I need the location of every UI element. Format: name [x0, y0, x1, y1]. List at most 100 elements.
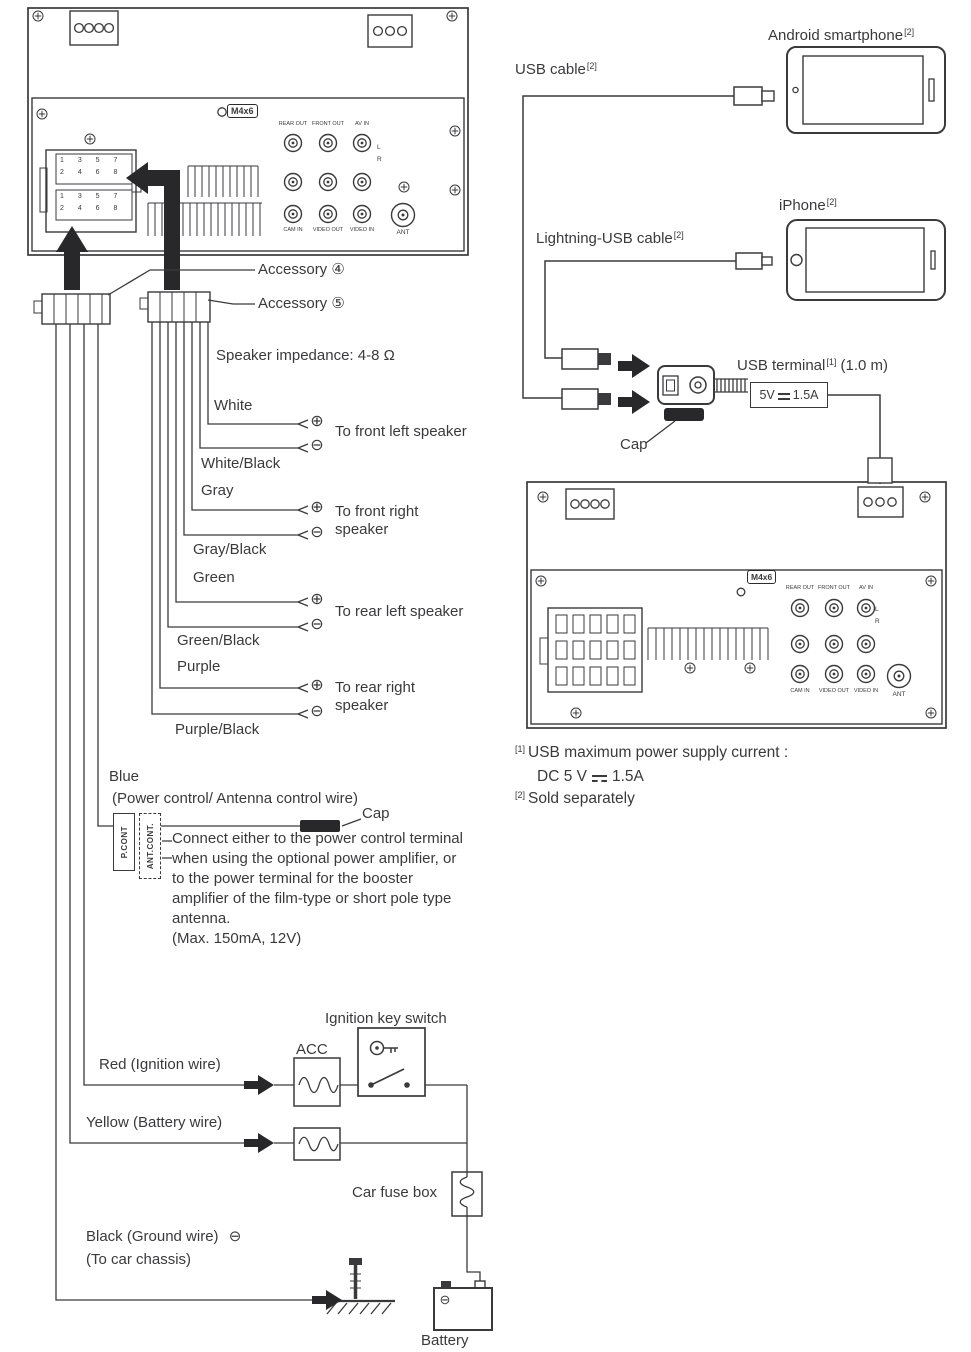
- screw-icon: [925, 707, 937, 719]
- jack-label-rear-out: REAR OUT: [785, 585, 815, 591]
- usb-cable-line: [522, 95, 734, 399]
- speaker-wires: [151, 322, 309, 719]
- cap-blue: [300, 820, 340, 832]
- ribbed-cable: [714, 378, 748, 393]
- screw-icon: [398, 181, 410, 193]
- arrow-right-icon: [312, 1290, 342, 1310]
- battery: [433, 1280, 493, 1331]
- footnote-1-dc: DC 5 V: [537, 768, 587, 785]
- cap-right: [664, 408, 704, 421]
- usb-terminal-label: USB terminal[1] (1.0 m): [737, 357, 888, 375]
- battery-label: Battery: [421, 1332, 469, 1349]
- connection-arrows: [244, 354, 650, 1310]
- top-connector-left: [565, 488, 615, 520]
- ignition-key-switch: [357, 1027, 426, 1097]
- usb-plug-android: [733, 86, 775, 106]
- usb-terminal-device: [657, 365, 748, 405]
- footnote-1: [1]USB maximum power supply current :: [515, 744, 788, 763]
- cap-blue-label: Cap: [362, 805, 390, 822]
- android-phone: [786, 46, 946, 134]
- jack-label-cam-in: CAM IN: [790, 688, 810, 694]
- speaker-target-rear-left: To rear left speaker: [335, 603, 464, 620]
- accessory-connector-4: [33, 293, 111, 325]
- pin-numbers: 2 4 6 8: [60, 205, 124, 212]
- usb-terminal-text: USB terminal: [737, 357, 826, 374]
- insert-arrows: [56, 162, 180, 290]
- arrow-right-icon: [244, 1075, 274, 1095]
- channel-label-left: L: [875, 606, 879, 613]
- wire-label-gray: Gray: [201, 482, 234, 499]
- ant-cont-terminal: ANT.CONT.: [139, 813, 161, 879]
- jack-label-av-in: AV IN: [859, 585, 873, 591]
- usb-cable-text: USB cable: [515, 61, 586, 78]
- m4x6-screw-hole: [736, 587, 746, 597]
- arrow-right-icon: [618, 354, 650, 378]
- top-connector-right: [857, 486, 904, 518]
- minus-terminal-icon: ⊖: [310, 524, 324, 541]
- m4x6-label: M4x6: [227, 104, 258, 118]
- jack-label-ant: ANT: [892, 691, 906, 698]
- battery-fuse: [293, 1127, 341, 1161]
- iphone-text: iPhone: [779, 197, 826, 214]
- jack-label-video-out: VIDEO OUT: [312, 227, 344, 233]
- plus-terminal-icon: ⊕: [310, 413, 324, 430]
- minus-terminal-icon: ⊖: [310, 437, 324, 454]
- jack-label-video-in: VIDEO IN: [853, 688, 879, 694]
- jack-label-front-out: FRONT OUT: [818, 585, 850, 591]
- m4x6-screw-hole: [217, 107, 227, 117]
- usb-output-volts: 5V: [759, 388, 775, 402]
- car-fuse-box-label: Car fuse box: [352, 1184, 438, 1201]
- chassis-label: (To car chassis): [86, 1251, 192, 1268]
- chassis-ground: [326, 1258, 395, 1315]
- black-wire-text: Black (Ground wire): [86, 1228, 219, 1245]
- jack-label-ant: ANT: [396, 229, 410, 236]
- minus-terminal-icon: ⊖: [228, 1228, 242, 1245]
- arrow-right-icon: [244, 1133, 274, 1153]
- harness-socket: [539, 607, 643, 693]
- arrow-right-icon: [618, 390, 650, 414]
- rca-jacks: [283, 133, 416, 228]
- wire-label-yellow: Yellow (Battery wire): [86, 1114, 223, 1131]
- wire-label-purple-black: Purple/Black: [175, 721, 260, 738]
- wire-label-red: Red (Ignition wire): [99, 1056, 221, 1073]
- channel-label-right: R: [377, 156, 382, 163]
- speaker-target-front-right: To front right speaker: [335, 503, 419, 539]
- wire-label-green: Green: [193, 569, 235, 586]
- pin-numbers: 1 3 5 7: [60, 193, 124, 200]
- plus-terminal-icon: ⊕: [310, 499, 324, 516]
- screw-icon: [36, 108, 48, 120]
- android-smartphone-label: Android smartphone[2]: [768, 27, 914, 45]
- plus-terminal-icon: ⊕: [310, 591, 324, 608]
- lightning-cable-line: [544, 260, 736, 359]
- head-unit-rear-2: [526, 481, 947, 729]
- speaker-impedance-label: Speaker impedance: 4-8 Ω: [216, 347, 395, 364]
- channel-label-right: R: [875, 618, 880, 625]
- minus-terminal-icon: ⊖: [310, 703, 324, 720]
- plus-terminal-icon: ⊕: [310, 677, 324, 694]
- jack-label-front-out: FRONT OUT: [312, 121, 344, 127]
- wire-label-purple: Purple: [177, 658, 221, 675]
- insert-arrow-icon: [126, 162, 180, 290]
- lightning-cable-label: Lightning-USB cable[2]: [536, 230, 684, 248]
- usb-a-plug-lower: [561, 388, 611, 410]
- power-control-note-text: Connect either to the power control term…: [172, 830, 463, 927]
- pin-numbers: 2 4 6 8: [60, 169, 124, 176]
- iphone-sup: [2]: [826, 197, 837, 207]
- pin-numbers: 1 3 5 7: [60, 157, 124, 164]
- wire-label-white: White: [214, 397, 253, 414]
- screw-icon: [32, 10, 44, 22]
- screw-icon: [744, 662, 756, 674]
- top-connector-left: [69, 10, 119, 46]
- note-leader-ticks: [162, 840, 172, 859]
- top-connector-right: [367, 14, 413, 48]
- usb-rear-plug: [867, 457, 893, 484]
- footnote-1-text: USB maximum power supply current :: [528, 744, 789, 761]
- usb-terminal-suffix: (1.0 m): [836, 357, 889, 374]
- iphone: [786, 219, 946, 301]
- usb-terminal-line: [828, 394, 881, 484]
- wire-label-white-black: White/Black: [201, 455, 281, 472]
- screw-icon: [535, 575, 547, 587]
- usb-cable-sup: [2]: [586, 61, 597, 71]
- screw-icon: [537, 491, 549, 503]
